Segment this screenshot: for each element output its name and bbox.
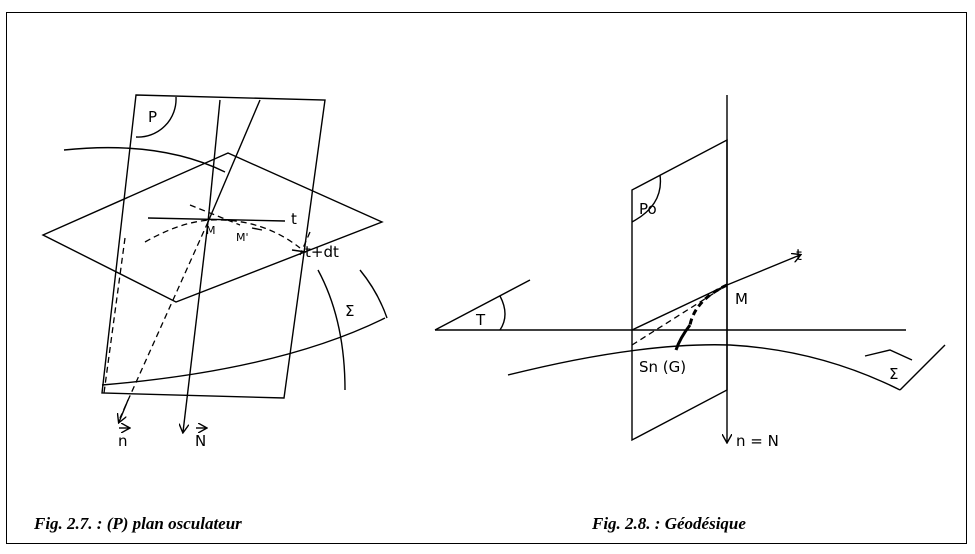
surface-curve: [507, 344, 901, 391]
label-t-plane: T: [475, 311, 486, 329]
surface-right-curve: [317, 269, 346, 391]
figure-frame: [6, 12, 967, 544]
figure-geodesic: Po t M T Sn (G) Σ n = N: [434, 95, 946, 450]
caption-fig-2-8: Fig. 2.8. : Géodésique: [592, 514, 746, 533]
sigma-arc: [359, 269, 388, 319]
plane-t-edge: [434, 279, 531, 331]
sigma-outline: [864, 349, 913, 361]
vector-n: [119, 221, 209, 419]
label-n-principal: N: [195, 432, 206, 450]
sigma-edge: [899, 344, 946, 391]
line-po-to-m: [631, 284, 728, 331]
label-t-dt: t+dt: [305, 243, 339, 261]
tangent-plane: [41, 152, 384, 303]
tangent-t: [726, 255, 800, 286]
label-n-eq-n: n = N: [736, 432, 779, 450]
plane-po-angle-arc: [631, 174, 662, 223]
geodesic-solid: [674, 324, 692, 351]
plane-t-angle-arc: [499, 295, 506, 331]
figure-osculating-plane: P t M M' t+dt Σ n N: [41, 94, 388, 450]
label-t: t: [796, 246, 802, 264]
vector-n-principal: [183, 221, 209, 432]
label-n: n: [118, 432, 128, 450]
geodesic-dashed: [688, 283, 728, 326]
curve-through-m: [144, 219, 301, 249]
label-sigma: Σ: [889, 365, 898, 383]
dashed-line-to-m: [631, 284, 728, 346]
label-m: M: [735, 290, 748, 308]
surface-upper-curve: [63, 146, 226, 173]
line-normal-vertical: [207, 99, 221, 223]
plane-po: [631, 138, 728, 442]
plane-p-angle-arc: [135, 96, 177, 138]
surface-lower-curve: [101, 317, 386, 386]
vector-n-head: [119, 399, 129, 422]
dashed-plane-edge-left: [103, 237, 126, 394]
label-m: M: [206, 224, 216, 237]
label-po: Po: [639, 200, 657, 218]
label-m-prime: M': [236, 231, 249, 244]
line-to-t-dt: [207, 99, 261, 223]
caption-fig-2-7: Fig. 2.7. : (P) plan osculateur: [34, 514, 242, 533]
m-prime-mark: [251, 227, 263, 231]
t-dt-pointer: [291, 249, 307, 253]
plane-p: [101, 94, 326, 399]
label-sigma: Σ: [345, 302, 354, 320]
dashed-guide-upper: [189, 204, 241, 226]
label-p: P: [148, 108, 157, 126]
label-t: t: [291, 210, 297, 228]
label-sn-g: Sn (G): [639, 358, 686, 376]
